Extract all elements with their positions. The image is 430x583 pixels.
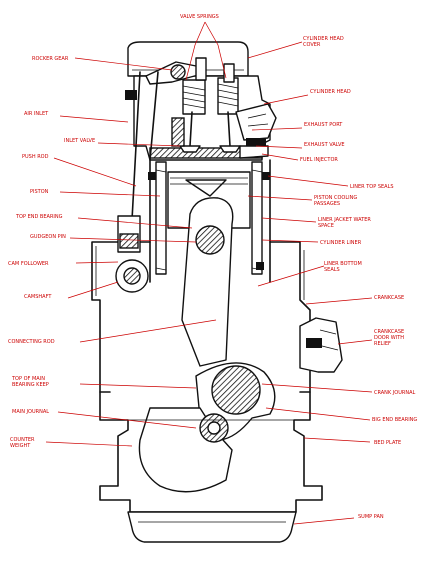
label-crank-journal: CRANK JOURNAL	[374, 390, 415, 396]
label-push-rod: PUSH ROD	[22, 154, 49, 160]
engine-drawing	[91, 41, 343, 543]
label-cylinder-head: CYLINDER HEAD	[310, 89, 351, 95]
rocker-gear-shape	[145, 57, 235, 85]
label-rocker-gear: ROCKER GEAR	[32, 56, 69, 62]
label-main-journal: MAIN JOURNAL	[12, 409, 49, 415]
connecting-rod-shape	[181, 197, 234, 367]
label-cam-follower: CAM FOLLOWER	[8, 261, 49, 267]
label-top-end-bearing: TOP END BEARING	[15, 214, 63, 220]
cylinder-liner-shape	[148, 159, 271, 283]
label-liner-top-seals: LINER TOP SEALS	[350, 184, 394, 190]
cylinder-head-cover-shape	[127, 41, 249, 77]
label-exhaust-valve: EXHAUST VALVE	[304, 142, 345, 148]
label-fuel-injector: FUEL INJECTOR	[300, 157, 338, 163]
sump-pan-shape	[127, 511, 297, 543]
label-gudgeon-pin: GUDGEON PIN	[30, 234, 66, 240]
label-camshaft: CAMSHAFT	[24, 294, 52, 300]
push-rod-shape	[125, 71, 159, 221]
label-inlet-valve: INLET VALVE	[64, 138, 95, 144]
gudgeon-pin-shape	[195, 225, 225, 255]
label-air-inlet: AIR INLET	[24, 111, 49, 117]
fuel-injector-shape	[239, 145, 269, 159]
label-big-end-bearing: BIG END BEARING	[372, 417, 417, 423]
valve-springs-shape	[182, 77, 239, 115]
label-valve-springs: VALVE SPRINGS	[180, 14, 219, 20]
label-crankcase: CRANKCASE	[374, 295, 404, 301]
main-journal-shape	[138, 407, 233, 493]
exhaust-port-shape	[235, 103, 277, 141]
label-bed-plate: BED PLATE	[374, 440, 401, 446]
leader-lines	[45, 21, 373, 525]
camshaft-shape	[115, 259, 149, 293]
label-piston: PISTON	[30, 189, 49, 195]
label-exhaust-port: EXHAUST PORT	[304, 122, 343, 128]
crankcase-door-shape	[299, 317, 343, 373]
label-cylinder-liner: CYLINDER LINER	[320, 240, 362, 246]
label-sump-pan: SUMP PAN	[358, 514, 384, 520]
crank-journal-shape	[211, 365, 261, 415]
label-connecting-rod: CONNECTING ROD	[8, 339, 55, 345]
